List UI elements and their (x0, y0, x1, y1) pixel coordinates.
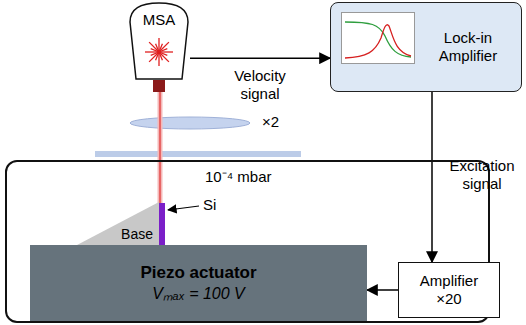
node-text: Lock-in Amplifier (419, 29, 517, 65)
node-text: Amplifier (420, 272, 478, 290)
edge-label: Excitation signal (443, 157, 521, 193)
leader-line (168, 206, 199, 210)
node-text: ×20 (436, 290, 461, 308)
node-text: MSA (143, 11, 176, 29)
node-text: 10⁻⁴ mbar (205, 168, 271, 186)
edge-label: Velocity signal (224, 67, 296, 103)
node-text: Vₘₐₓ = 100 V (152, 284, 245, 303)
base-block: Base (77, 202, 159, 245)
part-label: Si (203, 196, 216, 214)
signal-arrow (431, 92, 433, 262)
msa-head: MSA (128, 2, 190, 80)
vacuum-window (95, 151, 301, 157)
signal-arrow (367, 289, 398, 291)
lens (130, 117, 250, 129)
node-text: Piezo actuator (140, 263, 256, 283)
magnification-label: ×2 (262, 113, 279, 131)
piezo-actuator: Piezo actuatorVₘₐₓ = 100 V (30, 245, 367, 321)
laser-nozzle (153, 80, 165, 92)
response-plot-icon (341, 12, 415, 64)
node-text: Base (121, 226, 153, 243)
lock-in-box: Lock-in Amplifier (330, 2, 522, 92)
laser-beam (158, 92, 163, 205)
signal-arrow (190, 57, 330, 59)
amplifier-box: Amplifier×20 (398, 262, 500, 318)
laser-beam-core (159, 92, 160, 205)
